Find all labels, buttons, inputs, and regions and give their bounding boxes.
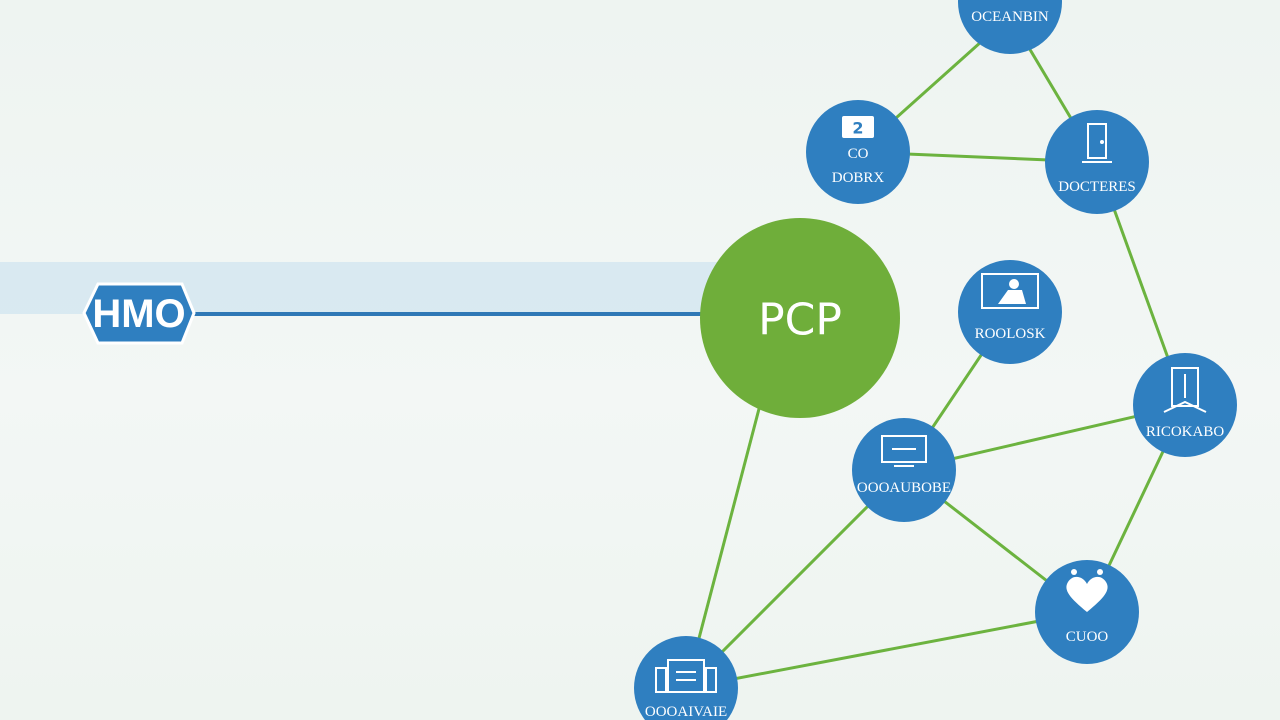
- building-icon: [655, 659, 717, 693]
- monitor-icon: [881, 435, 927, 467]
- link-heart-bottom: [685, 610, 1088, 690]
- node-mid-label: ROOLOSK: [975, 326, 1046, 342]
- node-right-top[interactable]: DOCTERES: [1045, 110, 1149, 214]
- door-icon: [1082, 123, 1112, 163]
- pcp-node[interactable]: PCP: [700, 218, 900, 418]
- node-mid-circle: [958, 260, 1062, 364]
- node-left-top-circle: [806, 100, 910, 204]
- node-bottom-label: OOOAIVAIE: [645, 704, 727, 720]
- node-top-label: OCEANBIN: [971, 9, 1049, 25]
- tower-icon: [1163, 367, 1207, 413]
- node-center-label: OOOAUBOBE: [857, 480, 951, 496]
- node-left-top[interactable]: 2 CO DOBRX: [806, 100, 910, 204]
- computer-person-icon: [981, 273, 1039, 309]
- hmo-node[interactable]: HMO: [82, 282, 196, 345]
- node-left-top-sublabel: CO: [848, 146, 869, 162]
- node-right-mid-label: RICOKABO: [1146, 424, 1225, 440]
- node-heart[interactable]: CUOO: [1035, 560, 1139, 664]
- node-bottom[interactable]: OOOAIVAIE: [634, 636, 738, 720]
- pcp-label: PCP: [758, 295, 842, 346]
- node-heart-label: CUOO: [1066, 629, 1109, 645]
- node-bottom-circle: [634, 636, 738, 720]
- node-right-top-label: DOCTERES: [1058, 179, 1136, 195]
- node-left-top-label: DOBRX: [832, 170, 885, 186]
- node-top-circle: [958, 0, 1062, 54]
- hmo-badge-shape: [82, 282, 196, 345]
- node-center-circle: [852, 418, 956, 522]
- screen-2-icon: 2: [842, 116, 874, 138]
- pcp-circle: [700, 218, 900, 418]
- node-top[interactable]: OCEANBIN: [958, 0, 1062, 54]
- node-center[interactable]: OOOAUBOBE: [852, 418, 956, 522]
- node-right-mid[interactable]: RICOKABO: [1133, 353, 1237, 457]
- hmo-label: HMO: [92, 292, 185, 336]
- heart-icon: [1066, 569, 1108, 612]
- node-mid[interactable]: ROOLOSK: [958, 260, 1062, 364]
- svg-text:2: 2: [852, 119, 863, 138]
